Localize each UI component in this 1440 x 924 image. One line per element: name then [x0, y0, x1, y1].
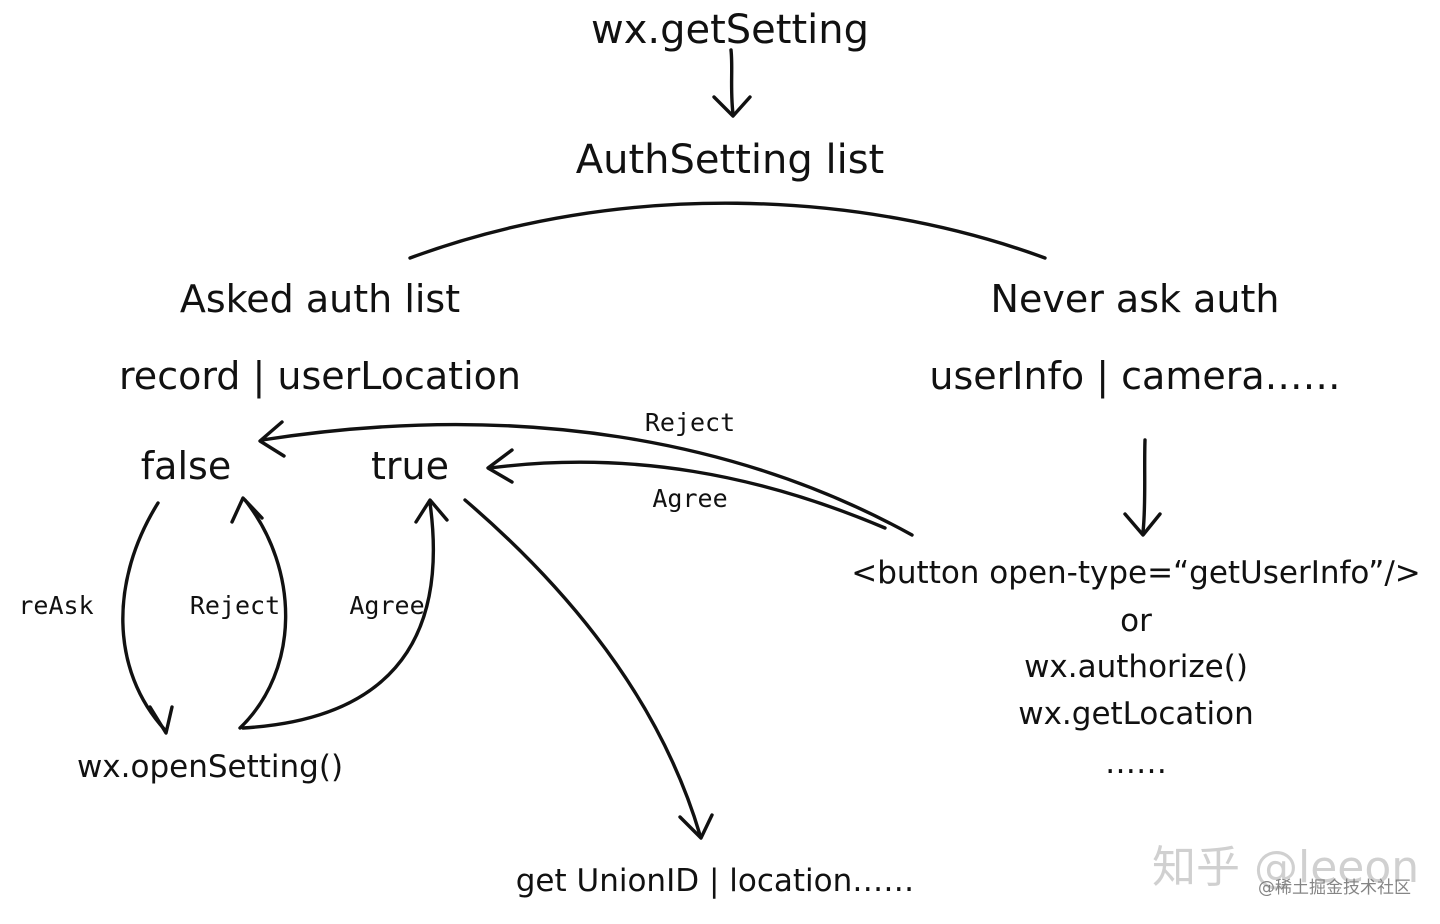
edge-label-agree-top: Agree	[652, 484, 728, 513]
watermark-juejin: @稀土掘金技术社区	[1258, 878, 1411, 898]
arrow-getsetting-to-list	[712, 48, 752, 118]
never-ask-items: userInfo | camera……	[929, 354, 1341, 398]
trigger-authorize: wx.authorize()	[1024, 649, 1248, 685]
authsetting-list-title: AuthSetting list	[575, 137, 885, 183]
arrow-never-to-button	[1123, 438, 1162, 537]
asked-auth-heading: Asked auth list	[179, 277, 461, 321]
edge-label-reject-top: Reject	[644, 408, 736, 437]
split-arc	[408, 201, 1047, 260]
watermark-zhihu: 知乎 @leeon	[1152, 842, 1420, 893]
arrow-button-to-true	[486, 448, 887, 530]
trigger-getlocation: wx.getLocation	[1018, 696, 1254, 732]
arrow-opensetting-to-false	[230, 496, 288, 730]
result-node: get UnionID | location……	[515, 863, 915, 899]
arrow-false-to-opensetting	[121, 501, 174, 735]
state-false: false	[140, 444, 232, 488]
getsetting-title: wx.getSetting	[590, 7, 870, 53]
open-setting-node: wx.openSetting()	[76, 749, 344, 785]
edge-label-reject-bottom: Reject	[189, 591, 281, 620]
trigger-button-node: <button open-type=“getUserInfo”/>	[851, 555, 1421, 591]
arrow-opensetting-to-true	[241, 498, 449, 730]
asked-auth-items: record | userLocation	[119, 354, 521, 398]
trigger-or: or	[1120, 603, 1152, 639]
never-ask-heading: Never ask auth	[990, 277, 1280, 321]
arrow-true-to-result	[463, 498, 714, 840]
state-true: true	[371, 444, 449, 488]
edge-label-agree-bottom: Agree	[349, 591, 425, 620]
trigger-more: ……	[1105, 745, 1167, 781]
edge-label-reask: reAsk	[18, 591, 94, 620]
arrow-button-to-false	[258, 420, 914, 537]
